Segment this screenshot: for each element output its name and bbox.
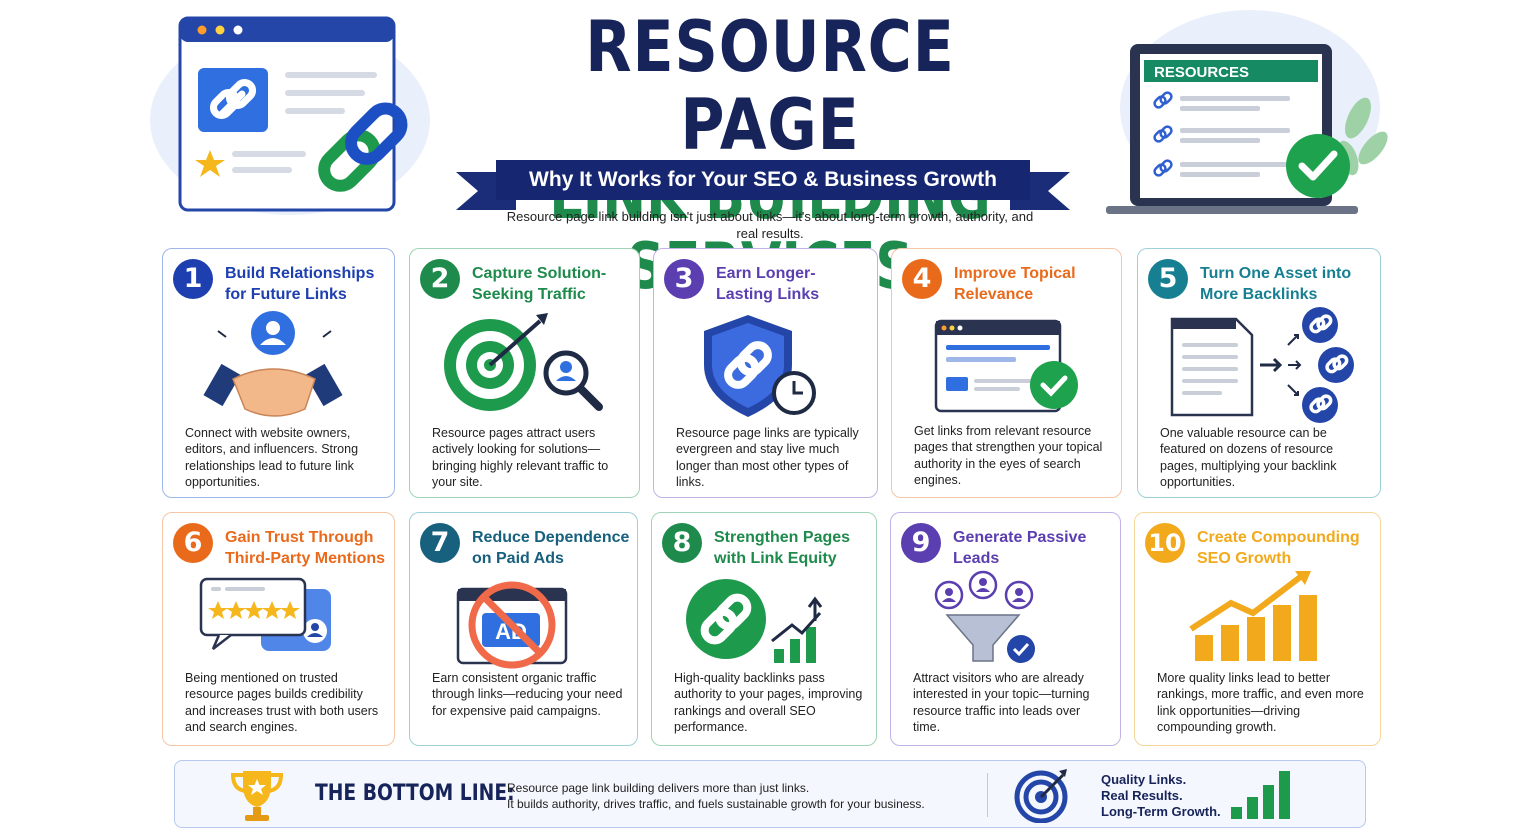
- bottom-line-label: THE BOTTOM LINE:: [315, 781, 515, 806]
- review-stars-icon: [163, 573, 394, 673]
- link-growth-icon: [652, 575, 876, 671]
- card-number: 7: [420, 523, 460, 563]
- benefit-card-7: 7 Reduce Dependence on Paid Ads AD Earn …: [409, 512, 638, 746]
- benefit-card-3: 3 Earn Longer-Lasting Links Resource pag…: [653, 248, 878, 498]
- bottom-line-1: Resource page link building delivers mor…: [507, 781, 810, 795]
- card-description: Being mentioned on trusted resource page…: [185, 671, 379, 734]
- card-description: Attract visitors who are already interes…: [913, 671, 1090, 734]
- benefit-card-6: 6 Gain Trust Through Third-Party Mention…: [162, 512, 395, 746]
- webpage-check-icon: [892, 317, 1121, 417]
- card-title: Build Relationships for Future Links: [225, 265, 375, 303]
- card-description: Resource pages attract users actively lo…: [432, 426, 609, 489]
- laptop-screen-title: RESOURCES: [1154, 64, 1249, 81]
- card-title: Reduce Dependence on Paid Ads: [472, 529, 630, 567]
- card-number: 8: [662, 523, 702, 563]
- card-title: Gain Trust Through Third-Party Mentions: [225, 529, 386, 567]
- card-title: Turn One Asset into More Backlinks: [1200, 265, 1352, 303]
- tagline-2: Real Results.: [1101, 788, 1183, 803]
- bottom-tagline: Quality Links. Real Results. Long-Term G…: [1101, 772, 1221, 820]
- growth-chart-icon: [1135, 569, 1380, 669]
- card-title: Capture Solution-Seeking Traffic: [472, 265, 607, 303]
- card-title: Create Compounding SEO Growth: [1197, 529, 1360, 567]
- target-icon: [1013, 767, 1069, 828]
- benefit-card-9: 9 Generate Passive Leads Attract visitor…: [890, 512, 1121, 746]
- no-ads-icon: AD: [410, 577, 637, 673]
- benefit-card-2: 2 Capture Solution-Seeking Traffic Resou…: [409, 248, 640, 498]
- benefit-card-1: 1 Build Relationships for Future Links C…: [162, 248, 395, 498]
- title-line-1: RESOURCE PAGE: [585, 6, 955, 166]
- trophy-icon: [227, 767, 287, 828]
- card-number: 4: [902, 259, 942, 299]
- bar-growth-icon: [1227, 769, 1297, 826]
- intro-text: Resource page link building isn't just a…: [506, 209, 1034, 241]
- tagline-1: Quality Links.: [1101, 772, 1187, 787]
- benefit-card-8: 8 Strengthen Pages with Link Equity High…: [651, 512, 877, 746]
- handshake-icon: [163, 307, 394, 425]
- target-icon: [410, 309, 639, 419]
- card-number: 6: [173, 523, 213, 563]
- funnel-icon: [891, 569, 1120, 669]
- card-description: More quality links lead to better rankin…: [1157, 671, 1364, 734]
- card-number: 2: [420, 259, 460, 299]
- browser-link-illustration: [140, 10, 430, 220]
- subtitle-ribbon: Why It Works for Your SEO & Business Gro…: [456, 160, 1070, 210]
- bottom-line-bar: THE BOTTOM LINE: Resource page link buil…: [174, 760, 1366, 828]
- card-number: 1: [173, 259, 213, 299]
- benefit-card-4: 4 Improve Topical Relevance Get links fr…: [891, 248, 1122, 498]
- benefit-card-10: 10 Create Compounding SEO Growth More qu…: [1134, 512, 1381, 746]
- card-number: 3: [664, 259, 704, 299]
- card-description: Resource page links are typically evergr…: [676, 426, 859, 489]
- card-number: 9: [901, 523, 941, 563]
- card-description: Get links from relevant resource pages t…: [914, 424, 1103, 487]
- card-title: Earn Longer-Lasting Links: [716, 265, 820, 303]
- card-title: Strengthen Pages with Link Equity: [714, 529, 851, 567]
- card-title: Generate Passive Leads: [953, 529, 1087, 567]
- bottom-line-2: It builds authority, drives traffic, and…: [507, 797, 925, 811]
- benefit-card-5: 5 Turn One Asset into More Backlinks One…: [1137, 248, 1381, 498]
- shield-link-icon: [654, 311, 877, 421]
- card-number: 5: [1148, 259, 1188, 299]
- ribbon-text: Why It Works for Your SEO & Business Gro…: [496, 160, 1030, 200]
- divider: [987, 773, 988, 817]
- card-number: 10: [1145, 523, 1185, 563]
- document-links-icon: [1138, 305, 1380, 423]
- laptop-resources-illustration: RESOURCES: [1090, 8, 1390, 220]
- card-description: Connect with website owners, editors, an…: [185, 426, 359, 489]
- bottom-line-text: Resource page link building delivers mor…: [507, 780, 925, 812]
- card-description: High-quality backlinks pass authority to…: [674, 671, 863, 734]
- tagline-3: Long-Term Growth.: [1101, 804, 1221, 819]
- card-title: Improve Topical Relevance: [954, 265, 1076, 303]
- card-description: One valuable resource can be featured on…: [1160, 426, 1337, 489]
- card-description: Earn consistent organic traffic through …: [432, 671, 623, 718]
